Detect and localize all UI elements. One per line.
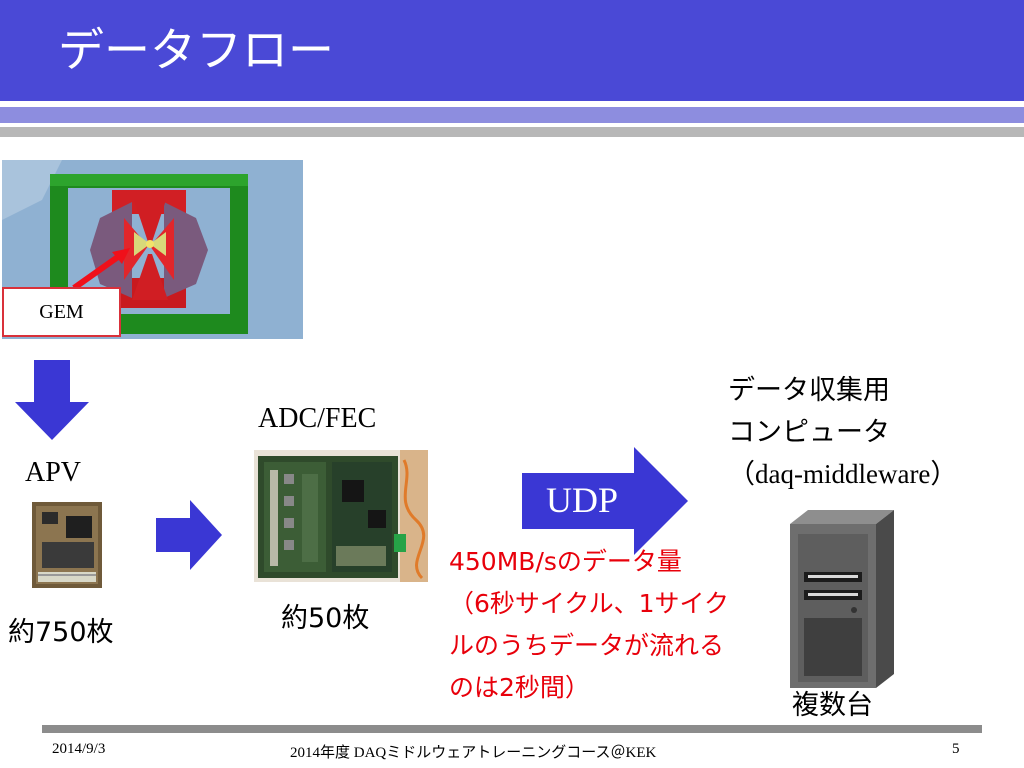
throughput-note-line4: のは2秒間） — [449, 673, 590, 702]
apv-count: 約750枚 — [8, 617, 114, 648]
throughput-note-line3: ルのうちデータが流れる — [449, 631, 725, 660]
server-tower-icon — [790, 510, 894, 688]
udp-label: UDP — [546, 480, 619, 520]
adc-fec-board-image — [254, 450, 428, 582]
footer-course: 2014年度 DAQミドルウェアトレーニングコース＠KEK — [290, 745, 657, 761]
udp-arrow-icon — [522, 447, 688, 555]
page-number: 5 — [952, 741, 960, 757]
throughput-note-line2: （6秒サイクル、1サイク — [449, 589, 730, 618]
adc-fec-label: ADC/FEC — [258, 403, 377, 434]
apv-label: APV — [25, 457, 82, 488]
divider-white-top — [0, 101, 1024, 107]
footer-divider — [42, 725, 982, 733]
computer-label-line3: （daq-middleware） — [728, 459, 958, 489]
computer-count: 複数台 — [792, 690, 873, 721]
title-bar — [0, 0, 1024, 101]
computer-label-line1: データ収集用 — [728, 375, 890, 406]
computer-label-line2: コンピュータ — [728, 417, 890, 448]
gem-label-box: GEM — [2, 287, 121, 337]
throughput-note-line1: 450MB/sのデータ量 — [449, 547, 682, 576]
down-arrow-icon — [15, 360, 89, 440]
apv-board-image — [32, 502, 102, 588]
right-arrow-icon — [156, 500, 222, 570]
divider-white-bottom — [0, 123, 1024, 127]
divider-lavender — [0, 107, 1024, 123]
slide-title: データフロー — [58, 23, 334, 77]
footer-date: 2014/9/3 — [52, 741, 106, 757]
adc-count: 約50枚 — [281, 603, 370, 634]
gem-label: GEM — [39, 300, 84, 323]
divider-gray — [0, 127, 1024, 137]
